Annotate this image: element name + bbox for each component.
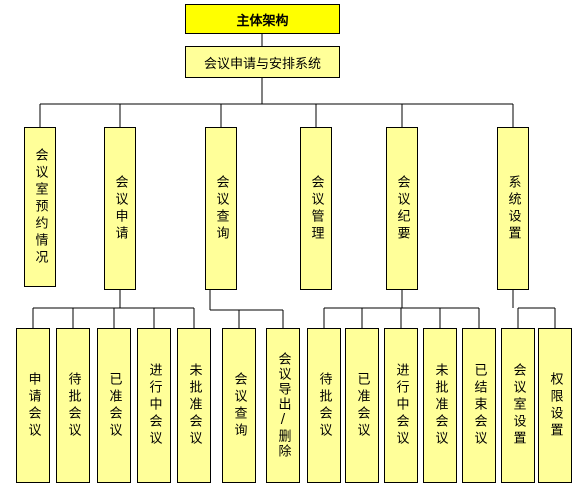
module-box-meeting-minutes: 会议纪要 bbox=[386, 127, 418, 290]
sub-box-minutes-not-approved: 未批准会议 bbox=[423, 328, 457, 483]
sub-label: 未批准会议 bbox=[432, 363, 448, 448]
sub-box-not-approved: 未批准会议 bbox=[177, 328, 211, 483]
sub-label: 会议导出/删除 bbox=[275, 352, 291, 459]
module-label: 系统设置 bbox=[505, 174, 521, 243]
title-text: 主体架构 bbox=[236, 13, 289, 29]
module-box-meeting-manage: 会议管理 bbox=[300, 127, 332, 290]
sub-box-pending: 待批会议 bbox=[56, 328, 90, 483]
sub-label: 待批会议 bbox=[316, 371, 332, 440]
system-text: 会议申请与安排系统 bbox=[203, 56, 321, 72]
sub-box-minutes-in-progress: 进行中会议 bbox=[384, 328, 418, 483]
sub-box-apply: 申请会议 bbox=[16, 328, 50, 483]
sub-label: 待批会议 bbox=[65, 371, 81, 440]
sub-box-minutes-approved: 已准会议 bbox=[345, 328, 379, 483]
module-box-meeting-apply: 会议申请 bbox=[104, 127, 136, 290]
sub-box-minutes-pending: 待批会议 bbox=[307, 328, 341, 483]
sub-label: 已准会议 bbox=[106, 371, 122, 440]
sub-label: 申请会议 bbox=[25, 371, 41, 440]
sub-label: 未批准会议 bbox=[186, 363, 202, 448]
sub-label: 已结束会议 bbox=[471, 363, 487, 448]
module-label: 会议申请 bbox=[112, 174, 128, 243]
module-label: 会议纪要 bbox=[394, 174, 410, 243]
title-box: 主体架构 bbox=[185, 4, 340, 34]
sub-box-query: 会议查询 bbox=[222, 328, 256, 483]
sub-box-permission-settings: 权限设置 bbox=[538, 328, 572, 483]
sub-label: 会议室设置 bbox=[510, 363, 526, 448]
sub-label: 进行中会议 bbox=[146, 363, 162, 448]
sub-box-in-progress: 进行中会议 bbox=[137, 328, 171, 483]
module-label: 会议查询 bbox=[213, 174, 229, 243]
sub-label: 会议查询 bbox=[231, 371, 247, 440]
module-box-meeting-query: 会议查询 bbox=[205, 127, 237, 290]
module-label: 会议管理 bbox=[308, 174, 324, 243]
module-label: 会议室预约情况 bbox=[32, 147, 48, 267]
sub-box-minutes-ended: 已结束会议 bbox=[462, 328, 496, 483]
module-box-system-settings: 系统设置 bbox=[497, 127, 529, 290]
sub-box-room-settings: 会议室设置 bbox=[501, 328, 535, 483]
module-box-room-booking: 会议室预约情况 bbox=[24, 127, 56, 287]
sub-label: 已准会议 bbox=[354, 371, 370, 440]
sub-box-approved: 已准会议 bbox=[97, 328, 131, 483]
sub-label: 权限设置 bbox=[547, 371, 563, 440]
sub-label: 进行中会议 bbox=[393, 363, 409, 448]
sub-box-export-delete: 会议导出/删除 bbox=[266, 328, 300, 483]
system-box: 会议申请与安排系统 bbox=[185, 46, 340, 78]
